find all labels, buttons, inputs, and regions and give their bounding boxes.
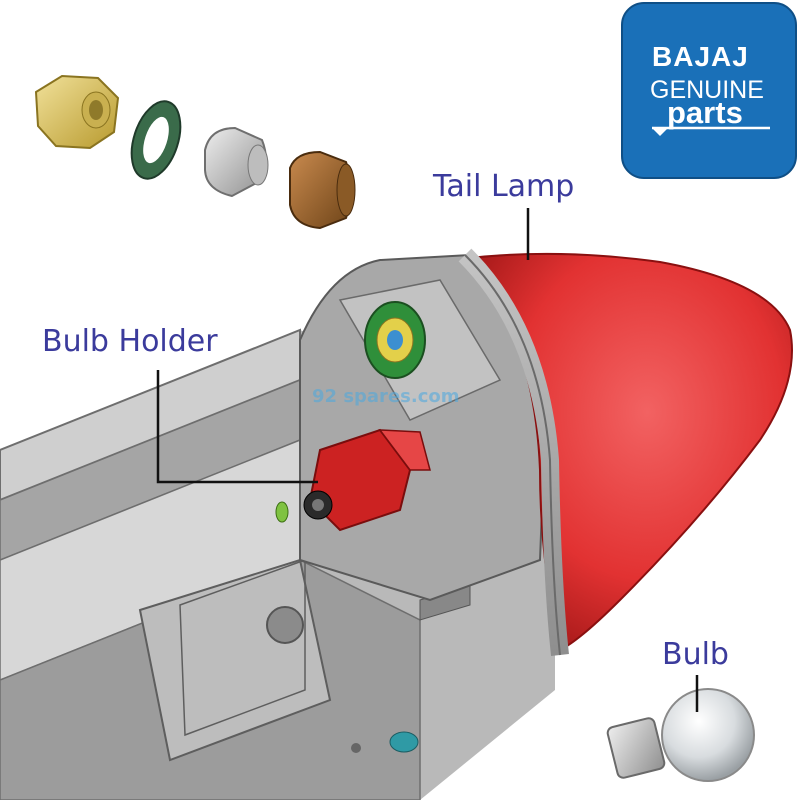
logo-parts: parts xyxy=(667,95,743,130)
bulb-label: Bulb xyxy=(662,637,729,672)
tail-lamp-label: Tail Lamp xyxy=(432,169,574,204)
logo-brand: BAJAJ xyxy=(652,41,749,72)
exploded-parts xyxy=(34,74,356,230)
bulb-holder xyxy=(275,428,431,532)
silver-spacer xyxy=(204,126,269,198)
green-washer xyxy=(130,100,182,180)
bronze-bush xyxy=(289,150,356,230)
bulb-part xyxy=(606,688,755,782)
bulb-holder-label: Bulb Holder xyxy=(42,324,218,359)
tail-lamp xyxy=(458,248,793,656)
bajaj-genuine-parts-logo: BAJAJ GENUINE parts xyxy=(621,2,797,179)
bulb-holder-leader xyxy=(156,370,318,484)
upper-fastener xyxy=(364,301,426,379)
logo-genuine: GENUINE xyxy=(650,76,764,104)
callout-lines xyxy=(156,208,699,712)
watermark: 92 spares.com xyxy=(312,386,460,407)
brass-nut xyxy=(34,74,120,150)
logo-arrow-icon xyxy=(652,128,668,136)
